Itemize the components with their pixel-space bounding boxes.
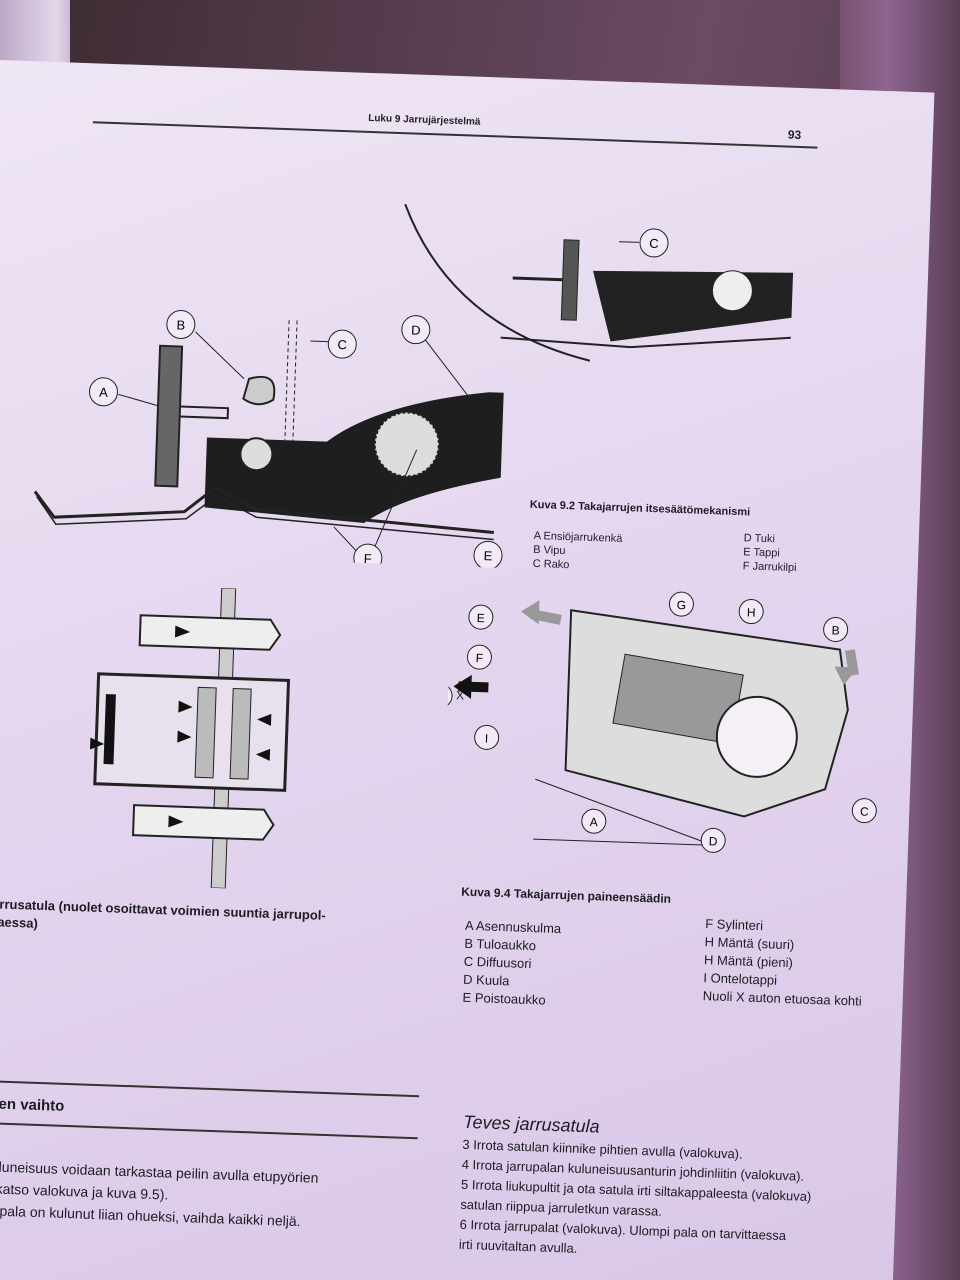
legend-item: F Jarrukilpi xyxy=(742,560,797,575)
figure-9-4-diagram: E G H B F I A D C xyxy=(441,591,877,853)
label-E: E xyxy=(477,611,485,625)
right-section-body: 3 Irrota satulan kiinnike pihtien avulla… xyxy=(459,1135,813,1267)
label-A: A xyxy=(99,385,109,400)
right-section-heading: Teves jarrusatula xyxy=(462,1111,600,1137)
figure-9-3-diagram xyxy=(89,587,291,889)
label-I: I xyxy=(485,731,489,745)
figure-9-2-diagram: A B C D E F C xyxy=(33,203,794,573)
figure-9-4-legend-right: F Sylinteri H Mäntä (suuri) H Mäntä (pie… xyxy=(702,915,864,1010)
label-C: C xyxy=(860,804,869,818)
label-G: G xyxy=(676,598,686,612)
label-X: X xyxy=(455,688,465,703)
book-page: Luku 9 Jarrujärjestelmä 93 xyxy=(0,60,935,1280)
label-B: B xyxy=(831,623,839,637)
figure-9-2-legend-left: A Ensiöjarrukenkä B Vipu C Rako xyxy=(532,529,623,574)
figure-9-2-legend-right: D Tuki E Tappi F Jarrukilpi xyxy=(743,531,798,575)
chapter-header: Luku 9 Jarrujärjestelmä xyxy=(367,112,481,128)
label-D: D xyxy=(709,834,718,848)
label-H: H xyxy=(747,605,756,619)
figure-9-3-caption: .3 Jarrusatula (nuolet osoittavat voimie… xyxy=(0,894,326,942)
label-C-small: C xyxy=(649,236,659,251)
left-section-heading: palojen vaihto xyxy=(0,1094,65,1115)
page-number: 93 xyxy=(787,127,802,143)
label-F: F xyxy=(476,651,484,665)
legend-item: C Rako xyxy=(532,557,570,572)
section-rule-left xyxy=(0,1079,420,1097)
label-A: A xyxy=(590,815,598,829)
label-B: B xyxy=(176,317,185,332)
figure-9-4-legend-left: A Asennuskulma B Tuloaukko C Diffuusori … xyxy=(462,917,561,1010)
label-D: D xyxy=(411,323,421,338)
left-section-body: ien kuluneisuus voidaan tarkastaa peilin… xyxy=(0,1154,319,1232)
legend-item: E Poistoaukko xyxy=(462,989,546,1008)
figure-9-4-caption: Kuva 9.4 Takajarrujen paineensäädin xyxy=(461,884,672,906)
label-C: C xyxy=(337,337,347,352)
section-rule-left-2 xyxy=(0,1121,418,1139)
label-E: E xyxy=(483,548,493,563)
label-F: F xyxy=(364,551,373,566)
